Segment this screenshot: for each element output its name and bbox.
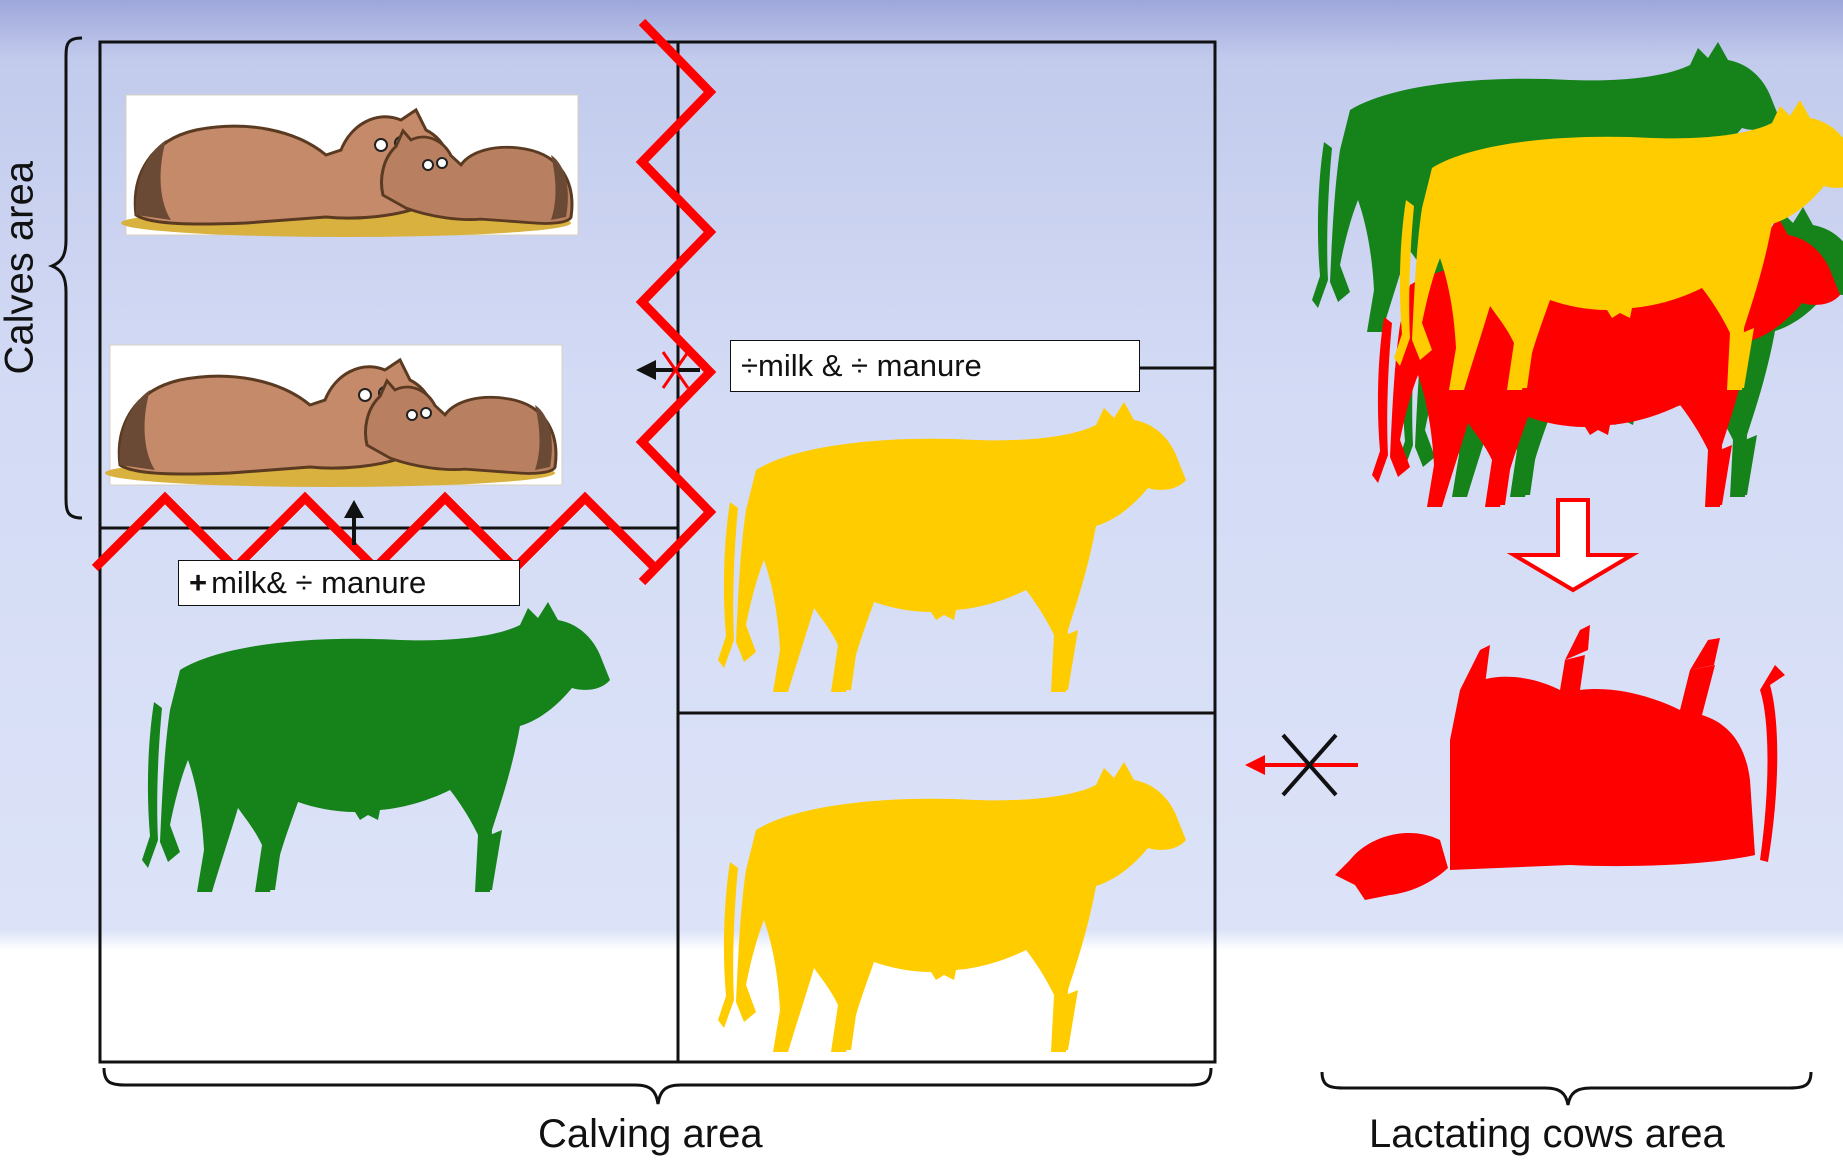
cow-silhouette-icon xyxy=(718,402,1186,692)
calves-area-label: Calves area xyxy=(0,175,43,375)
lactating-herd xyxy=(1312,42,1843,507)
callout-symbol: ÷ xyxy=(741,348,758,384)
callout-symbol: + xyxy=(189,565,207,601)
cow-silhouette-icon xyxy=(142,602,610,892)
blocked-cross-icon xyxy=(1245,735,1358,795)
hollow-down-arrow-icon xyxy=(1514,500,1632,590)
callout-text: milk & ÷ manure xyxy=(758,348,982,384)
callout-text: milk& ÷ manure xyxy=(211,565,426,601)
callout-milk-manure-top: ÷milk & ÷ manure xyxy=(730,340,1140,392)
curly-brace-icon xyxy=(52,38,82,518)
lactating-area-label: Lactating cows area xyxy=(1369,1112,1725,1157)
cow-silhouette-icon xyxy=(718,762,1186,1052)
dead-cow-icon xyxy=(1335,625,1785,900)
callout-milk-manure-bottom: + milk& ÷ manure xyxy=(178,560,520,606)
curly-brace-icon xyxy=(104,1068,1211,1104)
calf-pair-icon xyxy=(121,95,578,237)
calving-area-label: Calving area xyxy=(538,1112,763,1157)
calf-pair-icon xyxy=(105,345,562,487)
curly-brace-icon xyxy=(1322,1072,1811,1105)
